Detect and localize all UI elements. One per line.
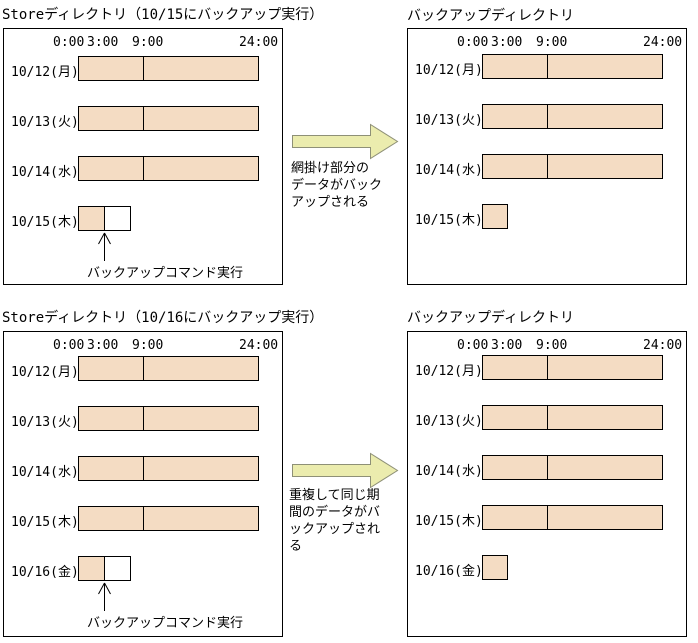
- row-date-label: 10/13(火): [415, 414, 483, 429]
- time-tick-label: 24:00: [239, 35, 279, 50]
- row-date-label: 10/14(水): [11, 165, 79, 180]
- bar-divider-line: [547, 105, 548, 128]
- data-bar-partial: [78, 206, 131, 231]
- time-tick-label: 24:00: [239, 338, 279, 353]
- bar-divider-line: [143, 357, 144, 380]
- backup-panel-title-2: バックアップディレクトリ: [407, 310, 575, 326]
- row-date-label: 10/14(水): [415, 464, 483, 479]
- bar-filled-segment: [79, 557, 105, 580]
- data-bar-full: [482, 455, 663, 480]
- data-bar-full: [482, 104, 663, 129]
- bar-divider-line: [547, 406, 548, 429]
- row-date-label: 10/12(月): [11, 65, 79, 80]
- row-date-label: 10/14(水): [415, 163, 483, 178]
- time-tick-label: 9:00: [132, 338, 164, 353]
- bar-divider-line: [547, 55, 548, 78]
- flow-arrow-icon: [292, 123, 399, 160]
- bar-divider-line: [143, 407, 144, 430]
- data-bar-full: [78, 456, 259, 481]
- flow-arrow-caption-2: 重複して同じ期 間のデータがバ ックアップされ る: [289, 488, 381, 554]
- row-date-label: 10/15(木): [11, 215, 79, 230]
- bar-divider-line: [143, 457, 144, 480]
- data-bar-square: [482, 204, 508, 229]
- time-tick-label: 24:00: [643, 338, 683, 353]
- bar-divider-line: [547, 356, 548, 379]
- time-tick-label: 0:00: [457, 338, 489, 353]
- bar-divider-line: [143, 157, 144, 180]
- data-bar-full: [78, 406, 259, 431]
- flow-arrow-icon: [292, 452, 399, 489]
- row-date-label: 10/15(木): [11, 515, 79, 530]
- time-tick-label: 3:00: [87, 35, 119, 50]
- data-bar-full: [482, 505, 663, 530]
- data-bar-full: [482, 355, 663, 380]
- bar-divider-line: [547, 456, 548, 479]
- row-date-label: 10/15(木): [415, 213, 483, 228]
- time-tick-label: 3:00: [491, 35, 523, 50]
- row-date-label: 10/13(火): [11, 415, 79, 430]
- store-panel-title-1: Storeディレクトリ（10/15にバックアップ実行）: [2, 7, 324, 23]
- row-date-label: 10/16(金): [11, 565, 79, 580]
- time-tick-label: 9:00: [132, 35, 164, 50]
- bar-divider-line: [143, 107, 144, 130]
- row-date-label: 10/15(木): [415, 514, 483, 529]
- time-tick-label: 3:00: [87, 338, 119, 353]
- data-bar-square: [482, 555, 508, 580]
- exec-caption: バックアップコマンド実行: [87, 266, 244, 281]
- time-tick-label: 9:00: [536, 338, 568, 353]
- row-date-label: 10/13(火): [415, 113, 483, 128]
- data-bar-full: [482, 54, 663, 79]
- bar-filled-segment: [79, 207, 105, 230]
- store-panel-title-2: Storeディレクトリ（10/16にバックアップ実行）: [2, 310, 324, 326]
- data-bar-full: [78, 106, 259, 131]
- data-bar-full: [78, 356, 259, 381]
- flow-arrow-caption-1: 網掛け部分の データがバック アップされる: [291, 161, 383, 210]
- row-date-label: 10/16(金): [415, 564, 483, 579]
- backup-panel-title-1: バックアップディレクトリ: [407, 8, 575, 24]
- time-tick-label: 0:00: [53, 35, 85, 50]
- row-date-label: 10/14(水): [11, 465, 79, 480]
- row-date-label: 10/12(月): [415, 364, 483, 379]
- data-bar-full: [78, 56, 259, 81]
- time-tick-label: 24:00: [643, 35, 683, 50]
- data-bar-full: [78, 156, 259, 181]
- data-bar-partial: [78, 556, 131, 581]
- exec-up-arrow-icon: [97, 581, 112, 611]
- row-date-label: 10/13(火): [11, 115, 79, 130]
- bar-divider-line: [547, 506, 548, 529]
- data-bar-full: [482, 154, 663, 179]
- bar-divider-line: [547, 155, 548, 178]
- row-date-label: 10/12(月): [415, 63, 483, 78]
- bar-divider-line: [143, 57, 144, 80]
- time-tick-label: 0:00: [457, 35, 489, 50]
- time-tick-label: 0:00: [53, 338, 85, 353]
- time-tick-label: 3:00: [491, 338, 523, 353]
- data-bar-full: [482, 405, 663, 430]
- row-date-label: 10/12(月): [11, 365, 79, 380]
- bar-divider-line: [143, 507, 144, 530]
- exec-up-arrow-icon: [97, 231, 112, 261]
- exec-caption: バックアップコマンド実行: [87, 616, 244, 631]
- data-bar-full: [78, 506, 259, 531]
- time-tick-label: 9:00: [536, 35, 568, 50]
